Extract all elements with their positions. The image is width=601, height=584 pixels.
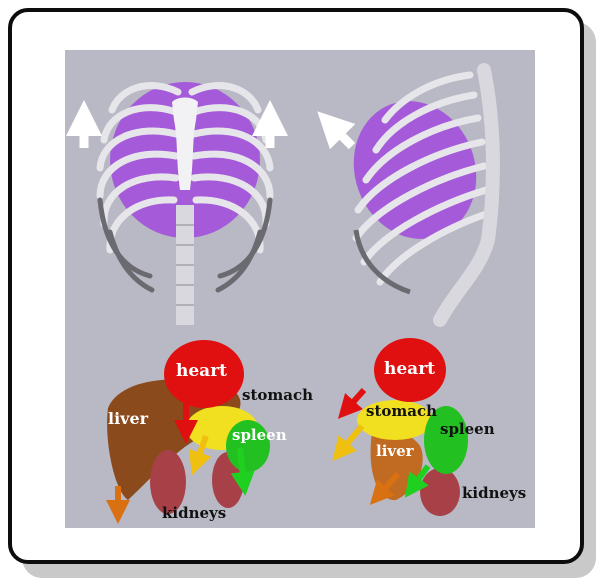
right-stomach-arrow xyxy=(340,426,362,452)
right-liver xyxy=(371,430,423,500)
label-left-heart: heart xyxy=(176,361,227,381)
side-diagonal-arrow xyxy=(330,124,352,146)
side-ribcage xyxy=(330,70,495,320)
label-right-liver: liver xyxy=(376,442,415,460)
front-ribcage xyxy=(84,82,270,325)
right-kidney xyxy=(420,468,460,516)
label-right-spleen: spleen xyxy=(440,420,495,438)
label-right-kidneys: kidneys xyxy=(462,484,526,502)
label-left-liver: liver xyxy=(108,409,149,428)
label-left-stomach: stomach xyxy=(242,386,313,404)
label-left-spleen: spleen xyxy=(232,426,287,444)
label-right-stomach: stomach xyxy=(366,402,437,420)
right-heart-arrow xyxy=(346,390,364,410)
label-left-kidneys: kidneys xyxy=(162,504,226,522)
left-spleen-arrow xyxy=(240,448,244,484)
label-right-heart: heart xyxy=(384,359,435,379)
